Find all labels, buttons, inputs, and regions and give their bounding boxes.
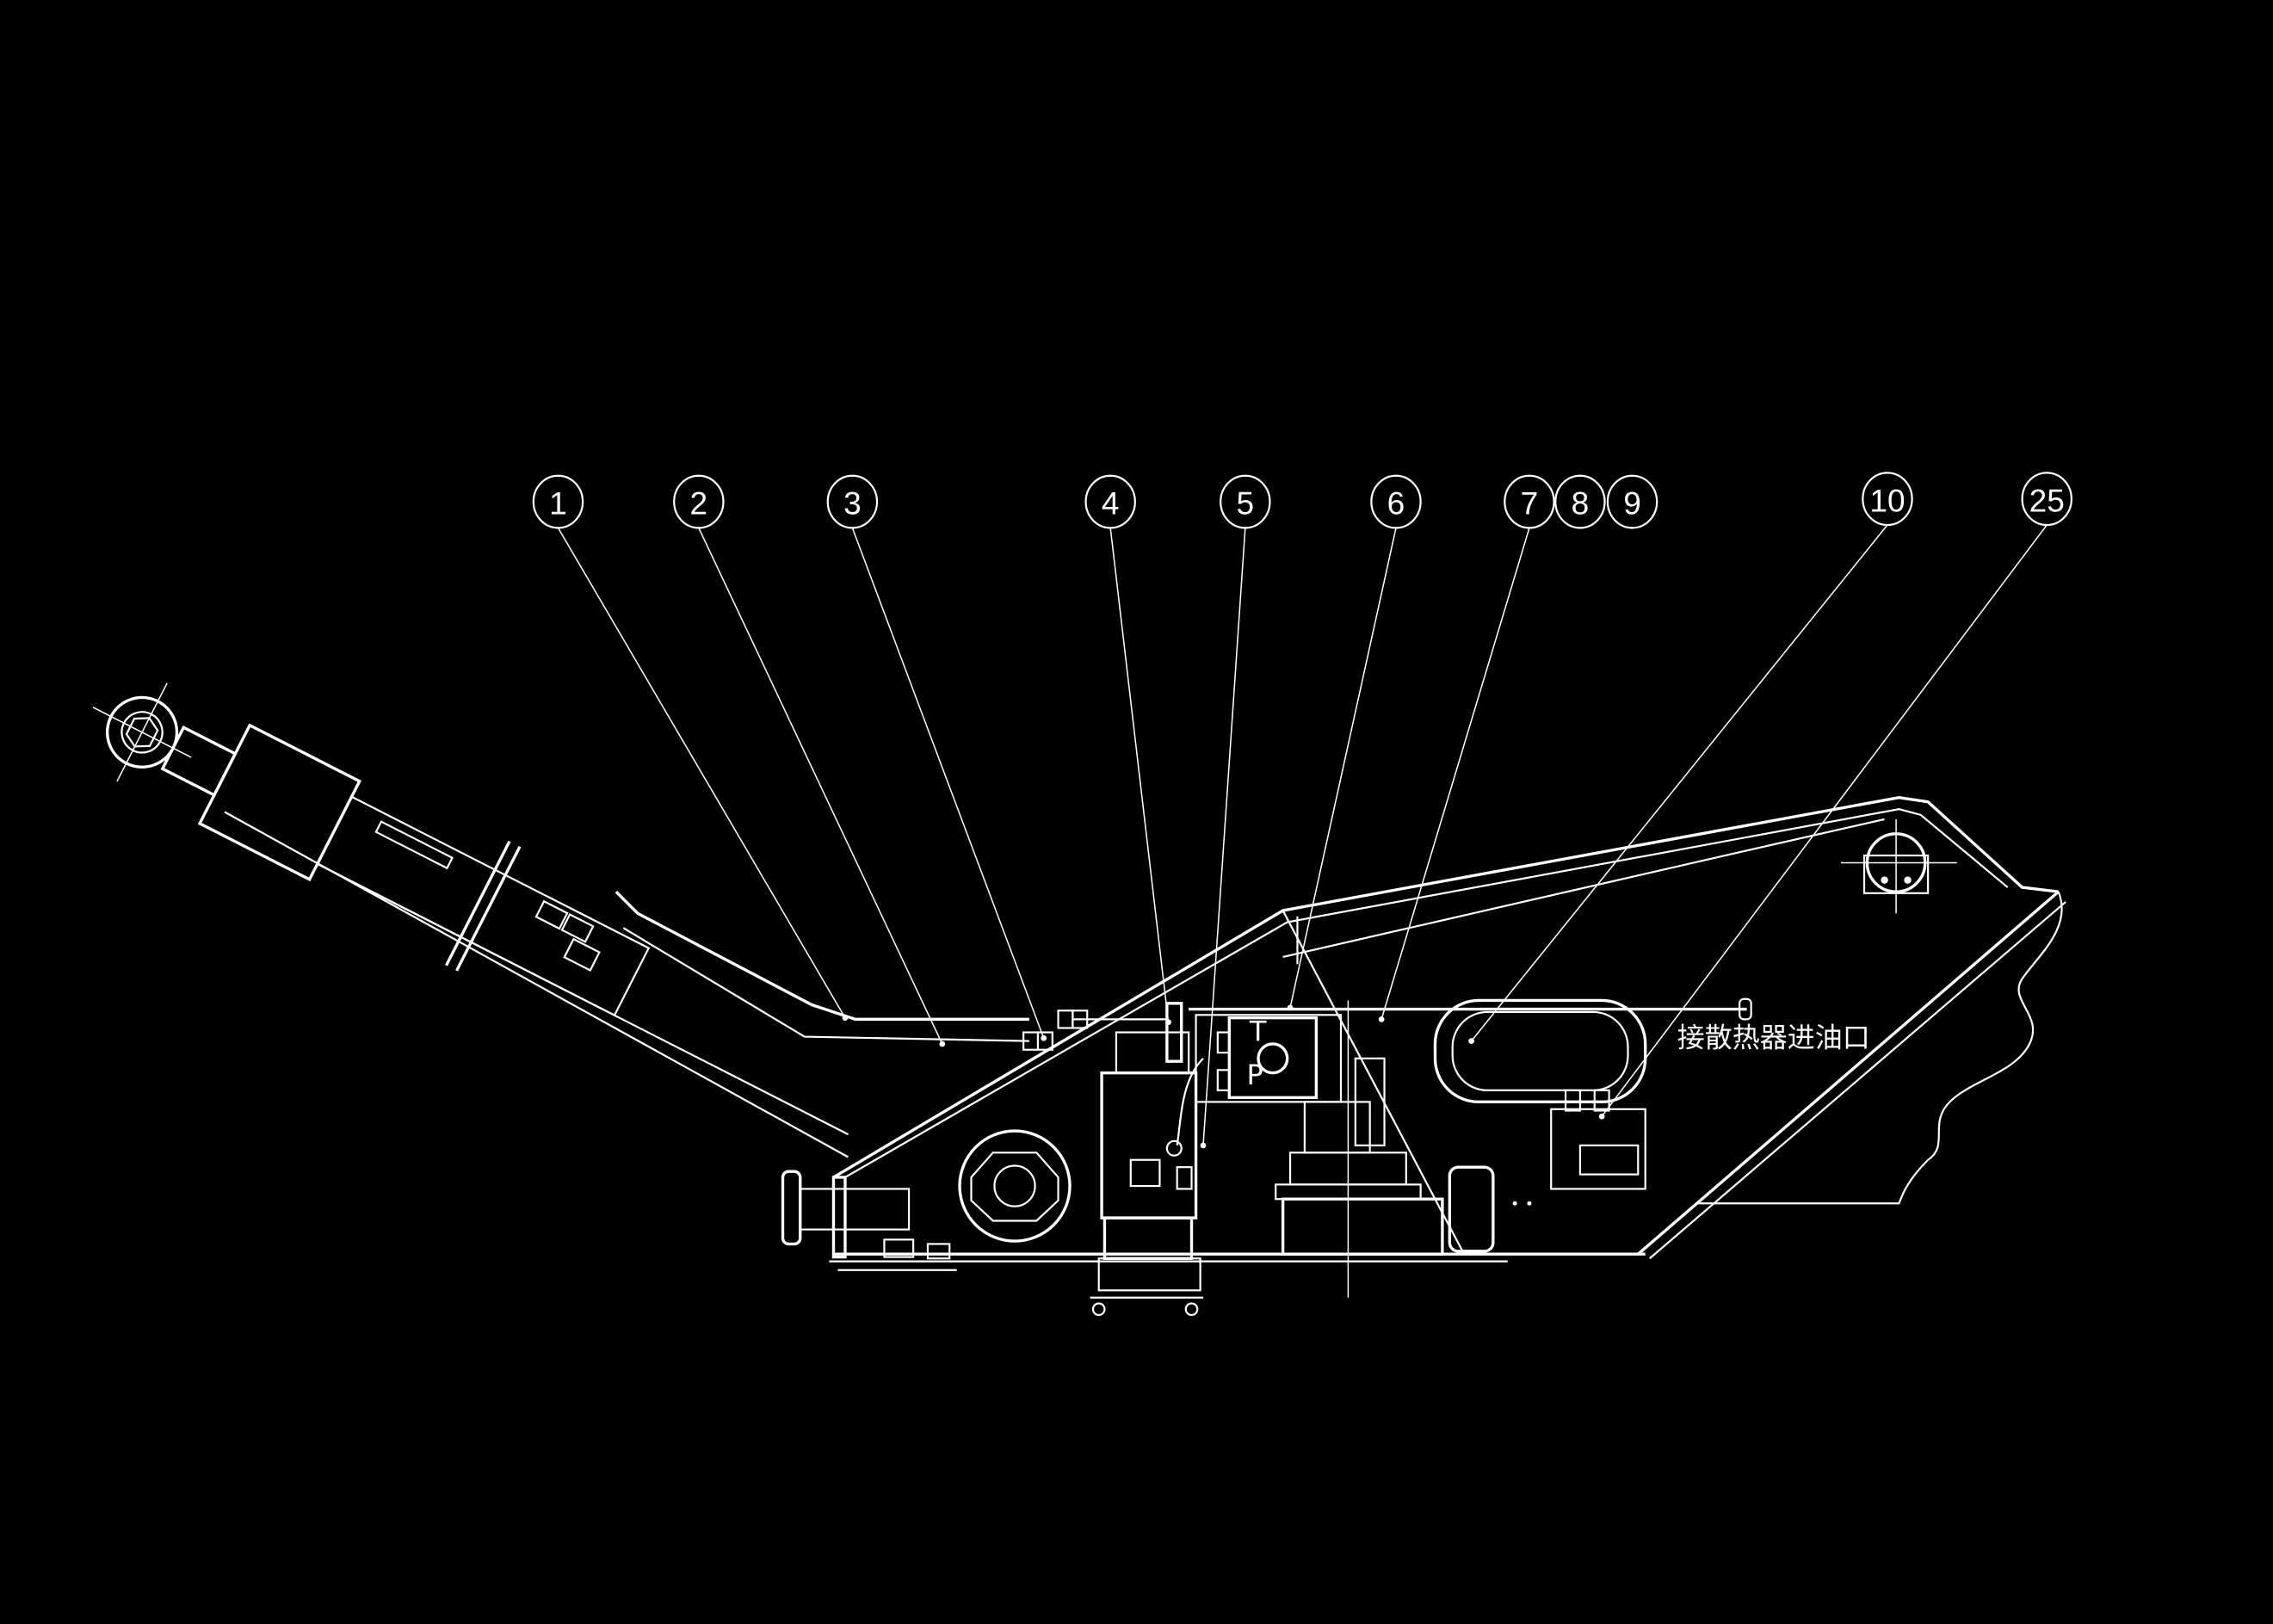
leader-line (1470, 524, 1888, 1042)
callout-10: 10 (1468, 472, 1913, 1044)
callout-label: 4 (1102, 485, 1120, 522)
leader-line (1289, 528, 1397, 1009)
valve-block: T P (1195, 1000, 1444, 1298)
callout-label: 3 (843, 485, 862, 522)
callout-circle (1554, 474, 1606, 529)
callout-circle (1084, 474, 1136, 529)
leader-line (698, 528, 943, 1045)
callout-label: 2 (690, 485, 708, 522)
oil-cooler (1433, 998, 1647, 1253)
leader-line (1109, 528, 1170, 1022)
callout-circle (673, 474, 725, 529)
leader-line (851, 528, 1045, 1039)
callout-5: 5 (1200, 474, 1271, 1149)
callout-25: 25 (1598, 472, 2072, 1120)
callout-9: 9 (1606, 474, 1658, 529)
callout-label: 25 (2029, 482, 2065, 518)
callout-circle (1504, 474, 1555, 529)
callout-label: 9 (1623, 485, 1641, 522)
callout-circle (1606, 474, 1658, 529)
callout-8: 8 (1554, 474, 1606, 529)
callout-circle (2021, 472, 2072, 527)
callout-6: 6 (1287, 474, 1422, 1011)
callout-1: 1 (532, 474, 849, 1022)
leader-line (1202, 528, 1246, 1145)
callout-label: 7 (1521, 485, 1539, 522)
callout-circle (532, 474, 584, 529)
callout-4: 4 (1084, 474, 1171, 1026)
callout-2: 2 (673, 474, 946, 1047)
hydraulic-cylinder (92, 682, 849, 1158)
main-frame (781, 795, 2066, 1271)
leader-dot (1041, 1034, 1047, 1041)
leader-dot (1468, 1038, 1474, 1044)
callout-circle (826, 474, 879, 529)
port-t-label: T (1249, 1016, 1267, 1048)
callout-circle (1220, 474, 1271, 529)
motor-pump (1090, 1002, 1204, 1317)
callout-7: 7 (1378, 474, 1555, 1022)
leader-dot (1200, 1142, 1207, 1149)
leader-line (557, 527, 846, 1019)
callout-3: 3 (826, 474, 1047, 1041)
leader-line (1380, 528, 1530, 1020)
port-p-label: P (1247, 1059, 1263, 1091)
pipework (615, 890, 1752, 1051)
radiator-inlet-note: 接散热器进油口 (1677, 1021, 1870, 1053)
callout-label: 6 (1387, 485, 1405, 522)
callout-label: 5 (1237, 485, 1255, 522)
callout-circle (1862, 472, 1913, 527)
callout-label: 10 (1869, 482, 1905, 518)
leader-dot (939, 1040, 946, 1047)
leader-dot (1287, 1004, 1294, 1011)
callout-label: 8 (1572, 485, 1590, 522)
leader-dot (1165, 1019, 1171, 1026)
callout-circle (1370, 474, 1422, 529)
leader-dot (842, 1015, 849, 1022)
leader-line (1601, 524, 2048, 1117)
callout-label: 1 (549, 485, 567, 522)
leader-dot (1378, 1016, 1385, 1022)
leader-dot (1598, 1113, 1605, 1120)
